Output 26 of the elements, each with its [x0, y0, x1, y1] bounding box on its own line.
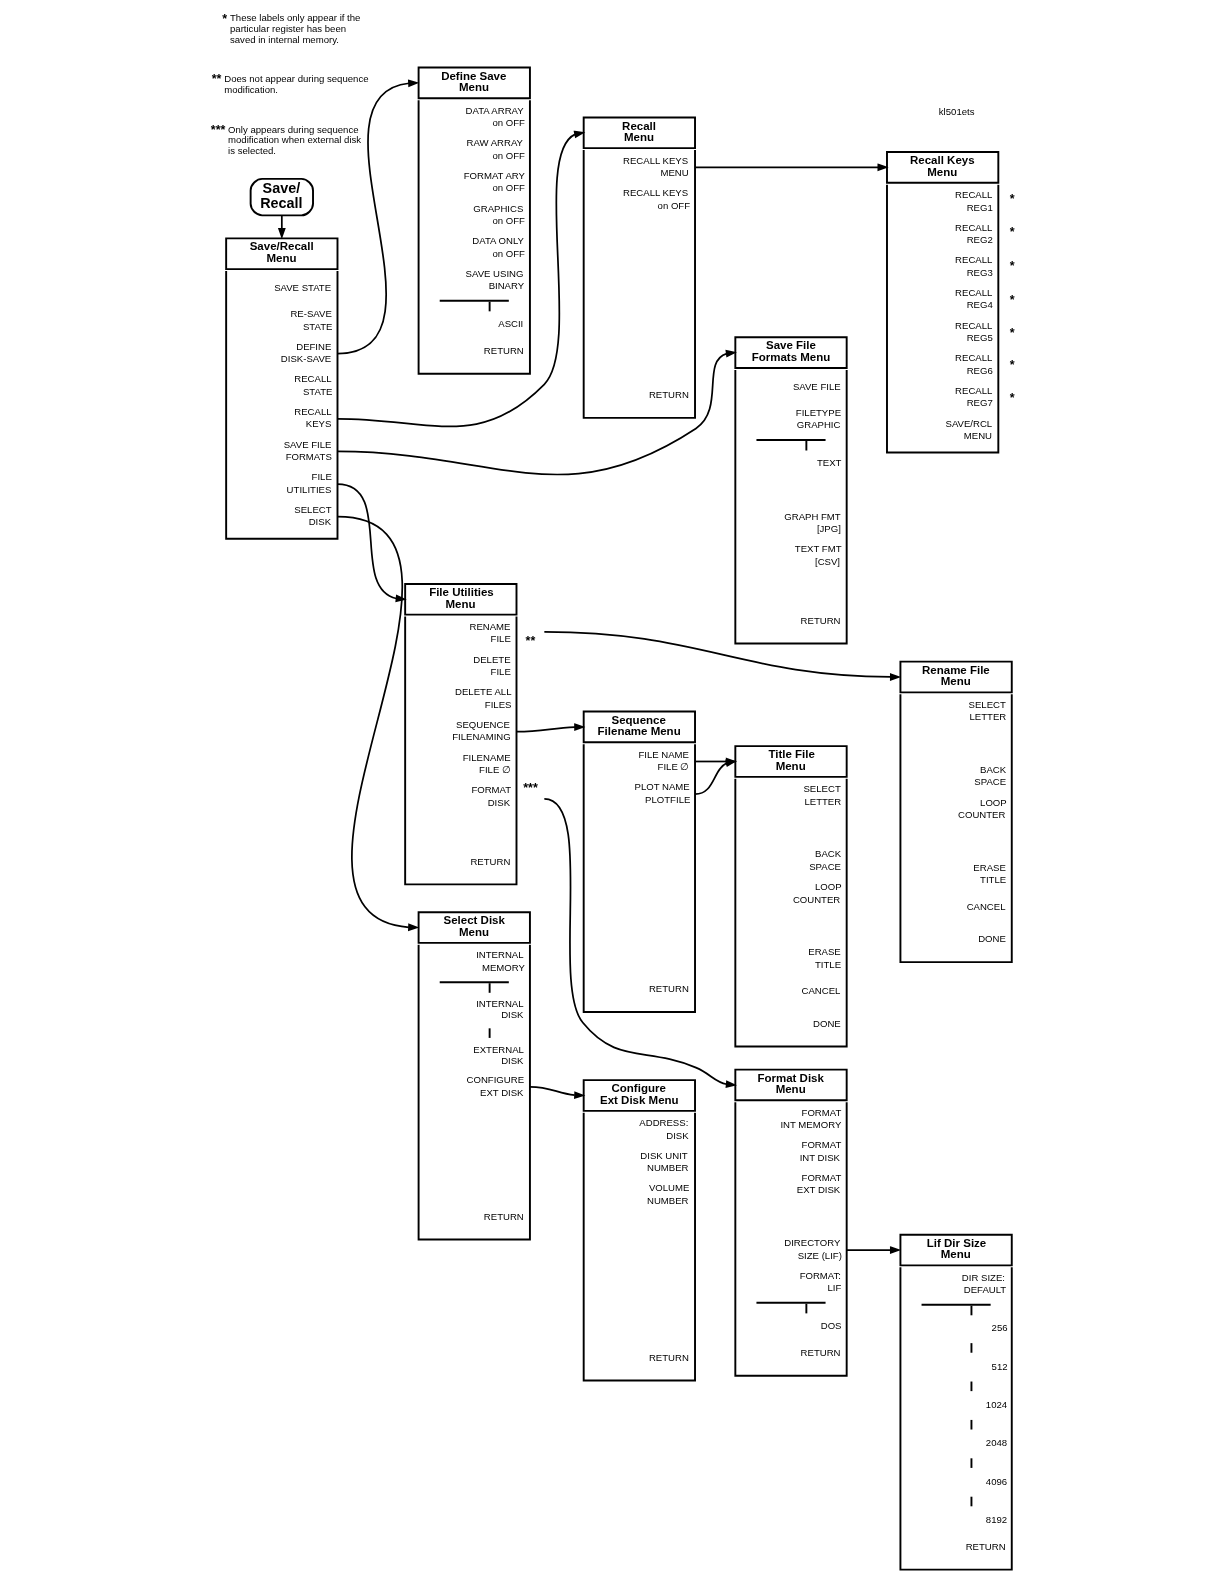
arrow: [277, 214, 286, 240]
arrow: [694, 163, 889, 172]
arrow: [845, 1246, 902, 1254]
label: * These labels only appear if the particular register has been saved in internal memory.: [222, 11, 361, 45]
arrow: [336, 79, 420, 355]
arrow: [515, 723, 586, 733]
node-label: *: [1009, 358, 1015, 373]
arrow: [336, 483, 407, 603]
arrow: [543, 631, 902, 681]
node-label: *: [1009, 325, 1015, 340]
node-label: *: [1009, 258, 1015, 273]
node-label: ***: [523, 780, 538, 795]
label: *** Only appears during sequence modification when external disk is selected.: [210, 123, 362, 156]
arrow: [543, 798, 737, 1089]
label: ** Does not appear during sequence modification.: [211, 72, 369, 95]
arrow: [336, 515, 420, 932]
node-label: *: [1009, 390, 1015, 405]
node-label: *: [1009, 292, 1015, 307]
arrow: [336, 349, 737, 476]
node-label: *: [1009, 225, 1015, 240]
arrow: [336, 130, 586, 428]
node-box: Save/ Recall: [249, 177, 314, 217]
node-label: *: [1009, 191, 1015, 206]
node-label: **: [525, 633, 536, 648]
label: kl501ets: [938, 105, 975, 117]
arrow: [529, 1086, 586, 1099]
